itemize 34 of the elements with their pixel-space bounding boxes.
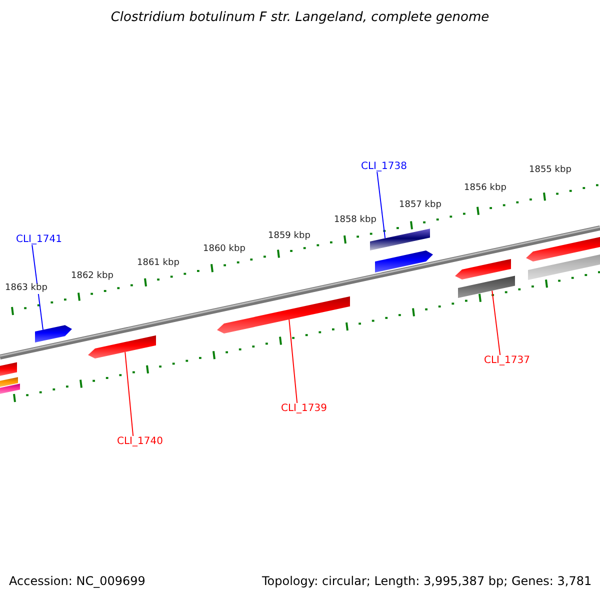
- gene-feature: [88, 335, 156, 358]
- position-label: 1863 kbp: [5, 284, 48, 294]
- gene-feature: [375, 250, 433, 272]
- gene-label: CLI_1740: [117, 436, 163, 447]
- gene-label: CLI_1741: [16, 234, 62, 245]
- leader-line: [376, 172, 386, 239]
- title: Clostridium botulinum F str. Langeland, complete genome: [110, 11, 490, 26]
- position-label: 1860 kbp: [203, 245, 246, 255]
- gene-label: CLI_1739: [281, 403, 327, 414]
- position-label: 1856 kbp: [464, 184, 506, 194]
- gene-label: CLI_1738: [361, 161, 407, 172]
- gene-bar: [0, 384, 20, 395]
- position-label: 1862 kbp: [71, 272, 114, 282]
- position-label: 1857 kbp: [399, 201, 442, 211]
- position-label: 1858 kbp: [334, 216, 376, 226]
- gene-bar: [458, 276, 515, 298]
- info-text: Topology: circular; Length: 3,995,387 bp; Genes: 3,781: [262, 575, 592, 588]
- gene-bar: [370, 228, 430, 250]
- gene-feature: [217, 296, 350, 334]
- leader-line: [288, 319, 298, 404]
- position-label: 1855 kbp: [529, 166, 572, 176]
- leader-line: [124, 352, 134, 436]
- position-label: 1861 kbp: [137, 259, 180, 269]
- gene-bar: [0, 377, 18, 388]
- leader-line: [492, 290, 501, 356]
- gene-bar: [0, 362, 17, 377]
- gene-feature: [526, 234, 600, 262]
- position-label: 1859 kbp: [268, 232, 310, 242]
- gene-feature: [455, 259, 511, 280]
- gene-bar: [528, 252, 600, 280]
- gene-feature: [35, 325, 72, 342]
- gene-label: CLI_1737: [484, 355, 530, 366]
- leader-line: [32, 244, 44, 330]
- info-text: Accession: NC_009699: [9, 575, 146, 588]
